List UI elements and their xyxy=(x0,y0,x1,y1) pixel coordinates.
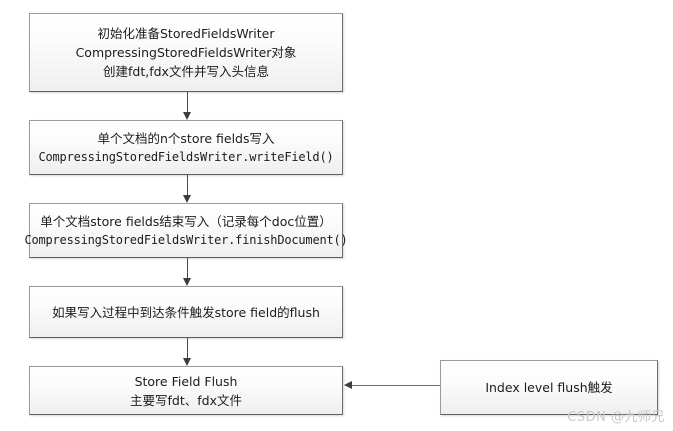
node-write-field[interactable]: 单个文档的n个store fields写入 CompressingStoredF… xyxy=(29,120,343,175)
node-init-line-1: 初始化准备StoredFieldsWriter xyxy=(97,26,275,41)
node-init-line-3: 创建fdt,fdx文件并写入头信息 xyxy=(103,64,269,79)
arrowhead-index-level-flush-to-store-field-flush xyxy=(344,381,352,389)
node-init[interactable]: 初始化准备StoredFieldsWriter CompressingStore… xyxy=(29,13,343,92)
node-index-level-flush-line-1: Index level flush触发 xyxy=(485,380,613,395)
node-store-field-flush-line-2: 主要写fdt、fdx文件 xyxy=(130,392,242,408)
node-trigger-condition[interactable]: 如果写入过程中到达条件触发store field的flush xyxy=(29,286,343,338)
node-index-level-flush[interactable]: Index level flush触发 xyxy=(440,360,658,415)
connector-index-level-flush-to-store-field-flush xyxy=(351,385,440,386)
node-trigger-condition-line-1: 如果写入过程中到达条件触发store field的flush xyxy=(52,304,320,320)
node-finish-document-line-1: 单个文档store fields结束写入（记录每个doc位置） xyxy=(40,213,332,229)
node-finish-document-line-2: CompressingStoredFieldsWriter.finishDocu… xyxy=(24,232,348,247)
connector-init-to-write-field xyxy=(187,92,188,115)
node-write-field-line-1: 单个文档的n个store fields写入 xyxy=(97,130,275,146)
watermark: CSDN @九师兄 xyxy=(567,410,665,425)
arrowhead-init-to-write-field xyxy=(182,112,191,120)
connector-trigger-to-store-field-flush xyxy=(187,338,188,361)
arrowhead-write-field-to-finish-document xyxy=(182,195,191,203)
node-store-field-flush[interactable]: Store Field Flush 主要写fdt、fdx文件 xyxy=(29,366,343,415)
connector-finish-document-to-trigger xyxy=(187,258,188,281)
node-write-field-line-2: CompressingStoredFieldsWriter.writeField… xyxy=(38,149,334,164)
node-store-field-flush-line-1: Store Field Flush xyxy=(134,373,238,389)
node-init-line-2: CompressingStoredFieldsWriter对象 xyxy=(75,45,297,60)
arrowhead-trigger-to-store-field-flush xyxy=(182,358,191,366)
connector-write-field-to-finish-document xyxy=(187,175,188,198)
node-finish-document[interactable]: 单个文档store fields结束写入（记录每个doc位置） Compress… xyxy=(24,203,348,258)
arrowhead-finish-document-to-trigger xyxy=(182,278,191,286)
